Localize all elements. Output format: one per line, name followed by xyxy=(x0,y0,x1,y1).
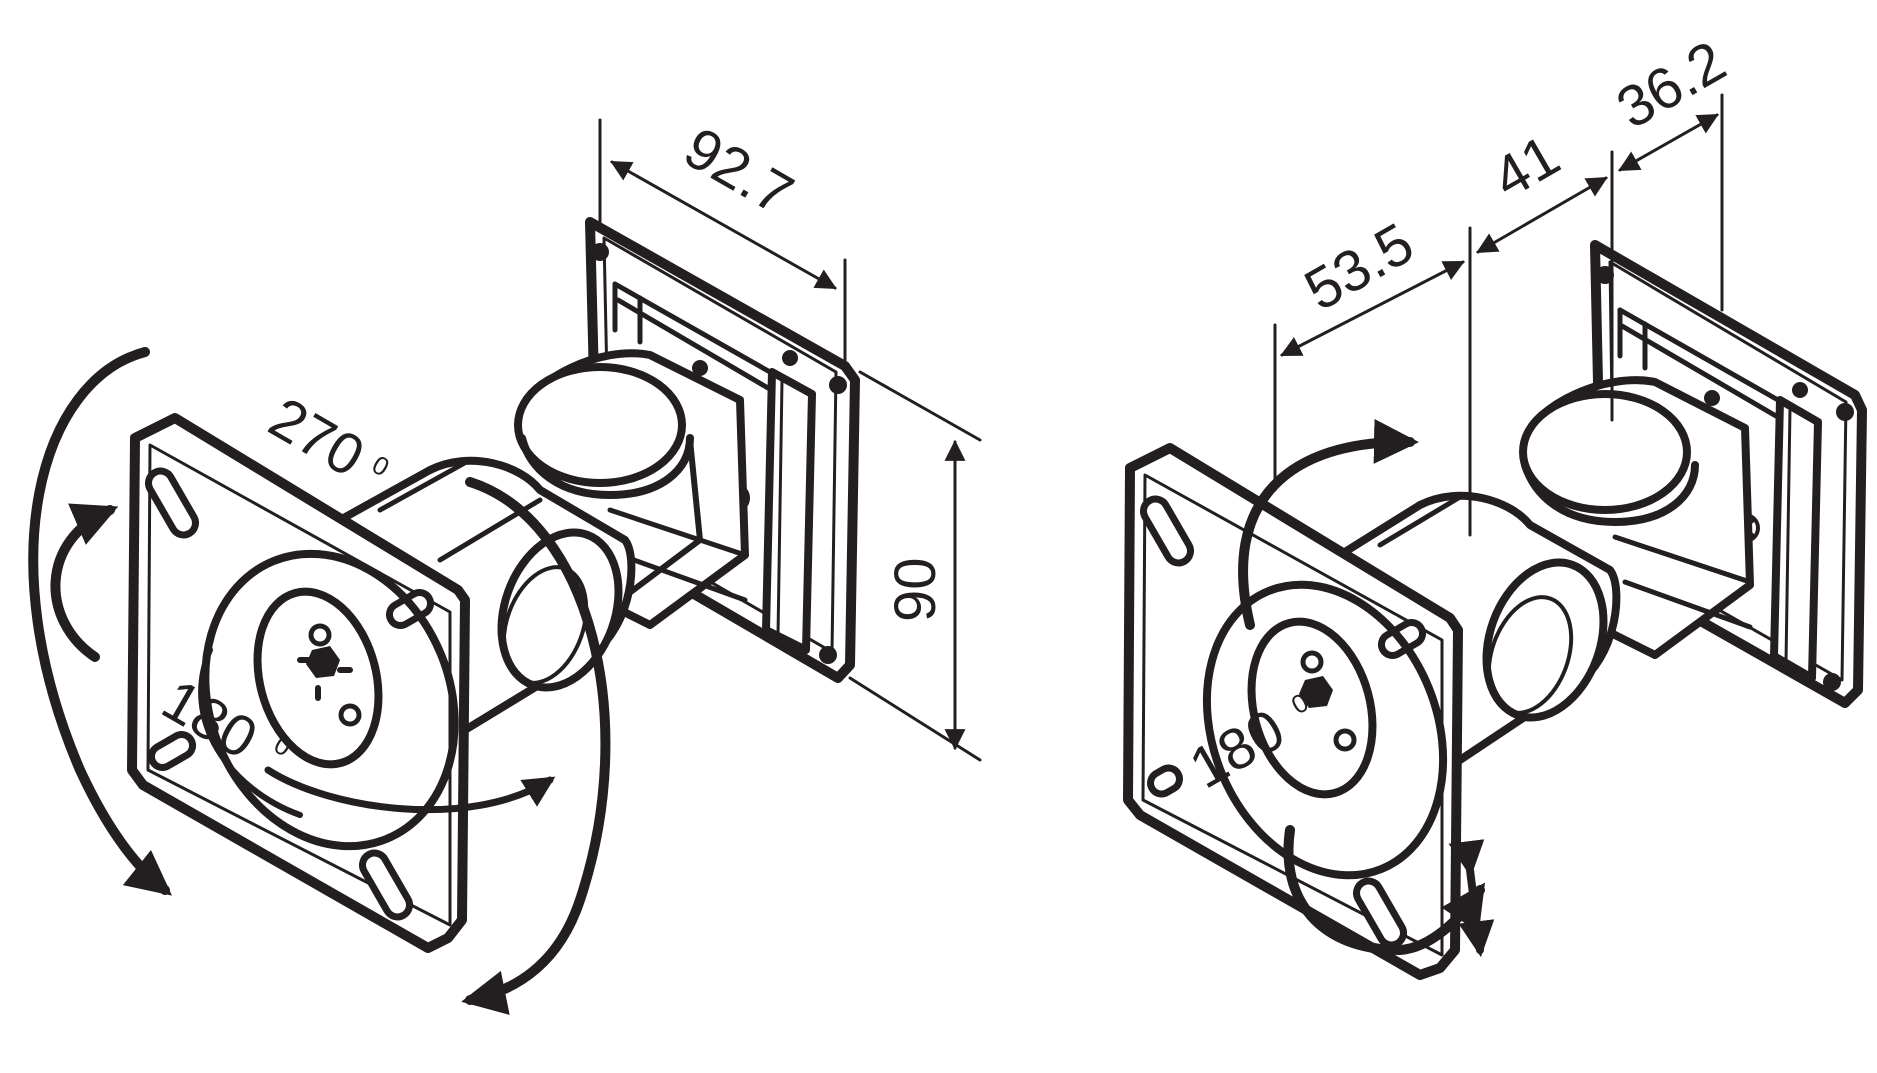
left-vesa-plate xyxy=(127,413,470,953)
right-upper-hinge xyxy=(1519,376,1754,659)
swivel-arrow-270 xyxy=(461,477,611,1015)
left-bracket-view: 92.7 90 270 0 180 0 xyxy=(28,115,982,1015)
swivel-angle-label: 270 0 xyxy=(259,385,395,490)
rotation-arrow-180-left xyxy=(264,766,556,814)
tilt-arrow-right-side xyxy=(1448,839,1495,958)
right-dim-lines xyxy=(1273,93,1724,537)
svg-text:0: 0 xyxy=(367,449,395,482)
right-dim-b-label: 41 xyxy=(1482,123,1570,212)
rotation-arc-left xyxy=(198,647,303,818)
left-height-label: 90 xyxy=(883,557,948,622)
right-bracket-view: 53.5 41 36.2 180 0 xyxy=(1123,29,1867,980)
left-dim-lines xyxy=(598,118,982,762)
right-dim-c-label: 36.2 xyxy=(1606,29,1736,142)
left-width-label: 92.7 xyxy=(674,115,804,228)
tilt-arrow-left-inner xyxy=(50,503,119,662)
right-dim-a-label: 53.5 xyxy=(1294,211,1424,324)
right-lower-arm xyxy=(1336,491,1621,764)
tilt-arrow-left-outer xyxy=(28,347,173,896)
left-upper-hinge xyxy=(514,349,749,629)
right-vesa-plate xyxy=(1123,443,1463,980)
